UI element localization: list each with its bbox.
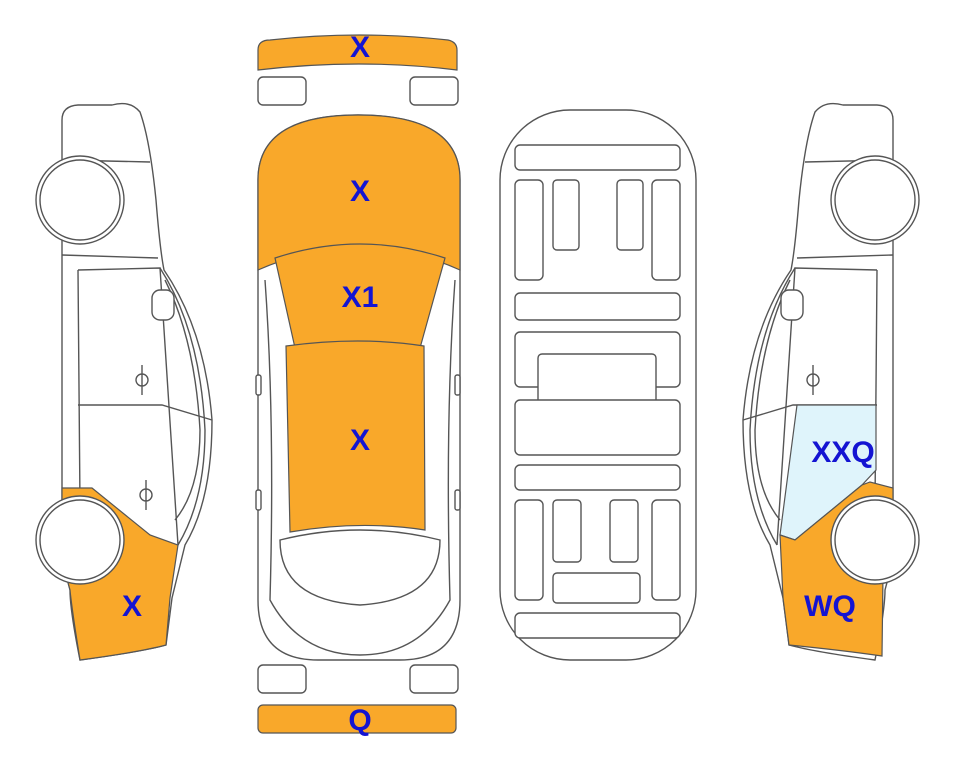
front-left-light (257, 76, 307, 106)
hood-label: X (350, 175, 370, 208)
left-side-view: X (35, 102, 213, 661)
rear-right-light (409, 664, 459, 694)
roof-label: X (350, 424, 370, 457)
rear-bumper[interactable] (257, 704, 457, 734)
roof-panel[interactable] (285, 340, 426, 533)
right-rear-quarter-label: WQ (804, 590, 856, 623)
right-rear-wheel (830, 495, 920, 585)
front-right-light (409, 76, 459, 106)
windshield-label: X1 (342, 281, 379, 314)
left-rear-wheel (35, 495, 125, 585)
underbody-view (499, 109, 697, 661)
rear-left-light (257, 664, 307, 694)
left-rear-quarter-label: X (122, 590, 142, 623)
front-bumper[interactable] (257, 34, 458, 71)
right-rear-door-label: XXQ (811, 436, 874, 469)
rear-bumper-label: Q (348, 704, 371, 737)
left-front-wheel (35, 155, 125, 245)
top-view: X X X1 X Q (255, 31, 461, 737)
right-front-wheel (830, 155, 920, 245)
right-side-view: XXQ WQ (742, 102, 920, 661)
front-bumper-label: X (350, 31, 370, 64)
